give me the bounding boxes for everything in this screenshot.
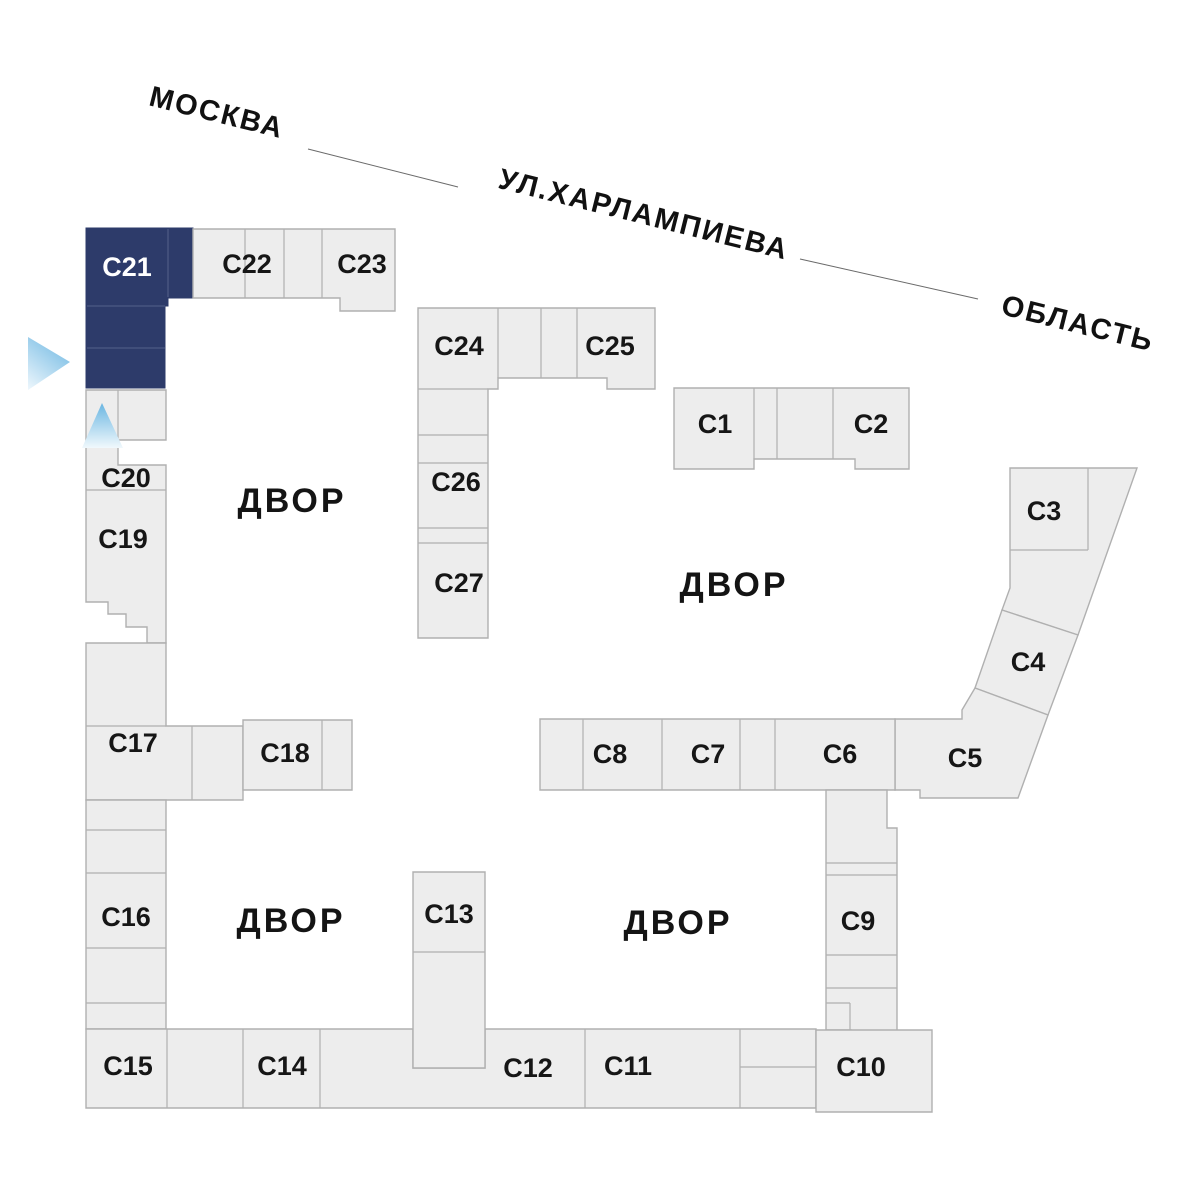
block-c27-label[interactable]: С27 [434,568,484,598]
block-c18-label[interactable]: С18 [260,738,310,768]
north-entrance-arrow-icon [82,403,123,448]
block-c9[interactable]: С9 [825,789,898,1034]
courtyard-label-nw: ДВОР [237,482,346,520]
wing-c6-c7-c8[interactable]: С8 С7 С6 [539,718,896,791]
block-c7-label[interactable]: С7 [691,739,726,769]
wing-c3-c4-c5[interactable]: С3 С4 С5 [894,467,1138,799]
block-c19-label[interactable]: С19 [98,524,148,554]
block-c10[interactable]: С10 [815,1029,933,1113]
block-c18-shape[interactable] [242,719,353,791]
block-c13[interactable]: С13 [412,871,486,1069]
wing-c17[interactable]: С17 [85,642,244,801]
street-label-kharlampieva: УЛ.ХАРЛАМПИЕВА [495,163,792,266]
block-c12-label[interactable]: С12 [503,1053,553,1083]
block-c18[interactable]: С18 [242,719,353,791]
block-c24-label[interactable]: С24 [434,331,484,361]
block-c10-shape[interactable] [815,1029,933,1113]
block-c14-label[interactable]: С14 [257,1051,307,1081]
courtyard-label-sw: ДВОР [236,902,345,940]
block-c4-label[interactable]: С4 [1011,647,1046,677]
block-c1-label[interactable]: С1 [698,409,733,439]
block-c5-label[interactable]: С5 [948,743,983,773]
street-label-moscow: МОСКВА [146,81,287,145]
block-c9-label[interactable]: С9 [841,906,876,936]
block-c16-label[interactable]: С16 [101,902,151,932]
block-c22-label[interactable]: С22 [222,249,272,279]
block-c23-label[interactable]: С23 [337,249,387,279]
block-c11-label[interactable]: С11 [604,1051,652,1081]
wing-c19-c20[interactable]: С20 С19 [85,389,167,644]
street-divider-line-east [799,258,979,300]
block-c3-shape[interactable] [1001,467,1138,636]
block-c3-label[interactable]: С3 [1027,496,1062,526]
block-c17-shape[interactable] [85,642,244,801]
block-c6-c8-shape[interactable] [539,718,896,791]
block-c25-label[interactable]: С25 [585,331,635,361]
wing-c24-c27[interactable]: С24 С25 С26 С27 [417,307,656,639]
wing-c22-c23[interactable]: С22 С23 [192,228,396,312]
courtyard-label-ne: ДВОР [679,566,788,604]
block-c6-label[interactable]: С6 [823,739,858,769]
block-c8-label[interactable]: С8 [593,739,628,769]
courtyard-label-se: ДВОР [623,904,732,942]
entrance-arrows [28,337,123,448]
street-label-oblast: ОБЛАСТЬ [998,290,1157,359]
wing-c1-c2[interactable]: С1 С2 [673,387,910,470]
west-entrance-arrow-icon [28,337,70,390]
block-c15-label[interactable]: С15 [103,1051,153,1081]
block-c13-label[interactable]: С13 [424,899,474,929]
block-c21-label[interactable]: С21 [102,252,152,282]
block-c5-shape[interactable] [894,687,1049,799]
block-c20-label[interactable]: С20 [101,463,151,493]
block-c10-label[interactable]: С10 [836,1052,886,1082]
block-c1-c2-shape[interactable] [673,387,910,470]
block-c13-shape[interactable] [412,871,486,1069]
block-c2-label[interactable]: С2 [854,409,889,439]
block-c26-label[interactable]: С26 [431,467,481,497]
street-divider-line-west [307,148,459,188]
block-c22-c23-shape[interactable] [192,228,396,312]
block-c17-label[interactable]: С17 [108,728,158,758]
wing-c16[interactable]: С16 [85,799,167,1030]
courtyard-labels: ДВОР ДВОР ДВОР ДВОР [236,482,788,942]
block-c21[interactable]: С21 [85,227,194,389]
